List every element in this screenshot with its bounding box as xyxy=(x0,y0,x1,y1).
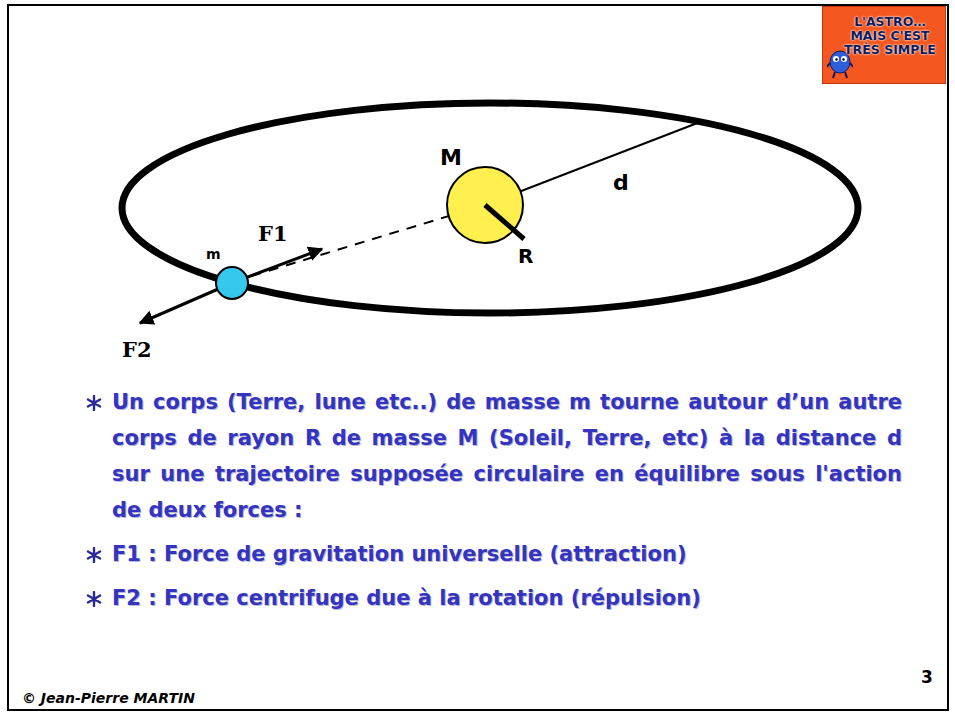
bullet-list: Un corps (Terre, lune etc..) de masse m … xyxy=(86,384,902,624)
bullet-text: F2 : Force centrifuge due à la rotation … xyxy=(112,580,902,616)
planet-circle xyxy=(216,267,248,299)
bullet-item: F1 : Force de gravitation universelle (a… xyxy=(86,536,902,572)
force-label: F1 xyxy=(258,222,288,246)
bullet-star-lines xyxy=(88,548,100,562)
force-label: F2 xyxy=(122,338,152,362)
bullet-text: Un corps (Terre, lune etc..) de masse m … xyxy=(112,384,902,528)
bullet-star-center xyxy=(92,597,97,602)
bullet-star xyxy=(86,395,102,411)
bullet-star-center xyxy=(92,401,97,406)
bullet-star-center xyxy=(92,553,97,558)
logo-text: L'ASTRO…MAIS C'EST TRÈS SIMPLE xyxy=(839,15,941,57)
mascot-eye xyxy=(833,56,839,62)
orbit-ellipse xyxy=(122,103,858,313)
bullet-item: F2 : Force centrifuge due à la rotation … xyxy=(86,580,902,616)
copyright-note: © Jean-Pierre MARTIN xyxy=(22,690,195,706)
mass-label: m xyxy=(206,246,221,262)
radius-line xyxy=(485,205,524,239)
slide-frame xyxy=(8,5,948,710)
mascot-pupil xyxy=(842,58,844,60)
bullet-text: F1 : Force de gravitation universelle (a… xyxy=(112,536,902,572)
radius-label: R xyxy=(518,245,533,268)
bullet-star xyxy=(86,591,102,607)
page-number: 3 xyxy=(921,668,933,688)
bullet-star-lines xyxy=(88,592,100,606)
sun-circle xyxy=(447,167,523,243)
mascot-pupil xyxy=(835,58,837,60)
bullet-star-lines xyxy=(88,396,100,410)
mass-label: M xyxy=(440,145,462,170)
mascot-arms xyxy=(827,63,853,67)
bullet-star xyxy=(86,547,102,563)
mascot-legs xyxy=(833,72,847,78)
distance-label: d xyxy=(613,170,629,195)
logo-box: L'ASTRO…MAIS C'EST TRÈS SIMPLE xyxy=(822,6,946,84)
bullet-item: Un corps (Terre, lune etc..) de masse m … xyxy=(86,384,902,528)
